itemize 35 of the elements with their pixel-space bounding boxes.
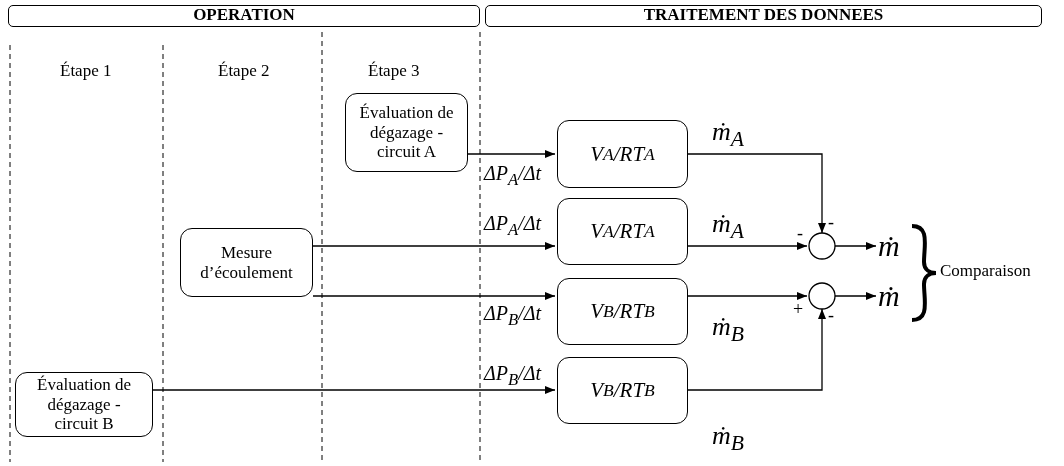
process-box: Évaluation de dégazage - circuit A <box>345 93 468 172</box>
arrow <box>687 308 826 391</box>
sign-label: - <box>828 306 834 326</box>
sign-label: + <box>793 300 804 320</box>
stage-label: Étape 1 <box>60 62 112 81</box>
edge-label: ΔP$_{A}$/Δt <box>484 162 541 190</box>
arrow <box>687 292 808 300</box>
arrow <box>152 386 556 394</box>
section-header: TRAITEMENT DES DONNEES <box>485 5 1042 27</box>
process-box: Mesure d’écoulement <box>180 228 313 297</box>
edge-label: ΔP$_{B}$/Δt <box>484 302 541 330</box>
flow-symbol: ṁ <box>878 278 908 314</box>
edge-label: ṁ$_{A}$ <box>712 118 744 152</box>
process-box: Évaluation de dégazage - circuit B <box>15 372 153 437</box>
section-header: OPERATION <box>8 5 480 27</box>
arrow <box>834 242 877 250</box>
stage-label: Étape 3 <box>368 62 420 81</box>
edge-label: ΔP$_{A}$/Δt <box>484 212 541 240</box>
sign-label: - <box>828 213 834 233</box>
arrow <box>312 242 556 250</box>
stage-label: Étape 2 <box>218 62 270 81</box>
comparison-label: Comparaison <box>940 262 1031 281</box>
edge-label: ΔP$_{B}$/Δt <box>484 362 541 390</box>
flow-symbol: ṁ <box>878 228 908 264</box>
sign-label: - <box>797 224 803 244</box>
arrow <box>467 150 556 158</box>
edge-label: ṁ$_{B}$ <box>712 313 744 347</box>
arrow <box>687 153 826 234</box>
summing-junction <box>808 232 836 260</box>
edge-label: ṁ$_{B}$ <box>712 422 744 456</box>
arrow <box>687 242 808 250</box>
summing-junction <box>808 282 836 310</box>
edge-label: ṁ$_{A}$ <box>712 210 744 244</box>
arrow <box>834 292 877 300</box>
arrow <box>312 292 556 300</box>
